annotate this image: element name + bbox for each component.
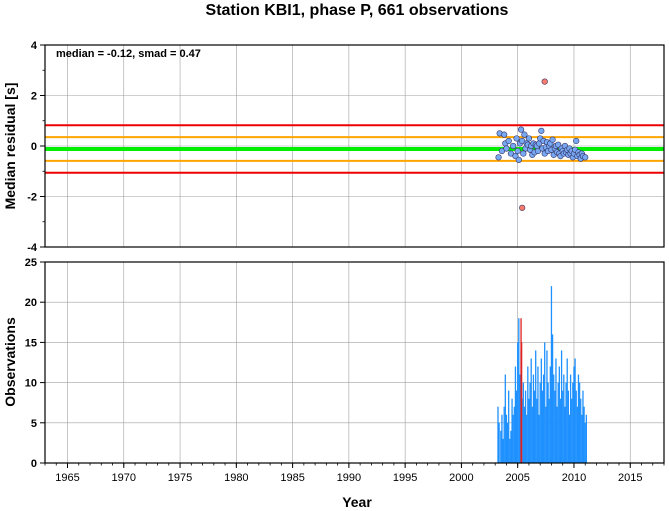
x-tick-label: 1995: [393, 472, 417, 484]
x-tick-label: 2005: [505, 472, 529, 484]
residual-annotation: median = -0.12, smad = 0.47: [56, 48, 201, 60]
residual-point: [517, 126, 525, 133]
observations-frame: [44, 261, 665, 464]
residual-point: [521, 131, 528, 138]
year-x-axis-label: Year: [342, 494, 372, 510]
residual-y-ticks: -4 -2 0 2 4: [27, 40, 45, 254]
residual-point: [514, 147, 521, 155]
residual-point: [582, 154, 589, 161]
x-tick-label: 2010: [562, 472, 586, 484]
residual-point: [538, 127, 545, 134]
y-tick-label: 20: [25, 297, 37, 309]
observations-y-ticks: 0 5 10 15 20 25: [25, 257, 45, 470]
y-tick-label: 5: [31, 418, 37, 430]
residual-point: [549, 136, 556, 143]
y-tick-label: 4: [31, 40, 38, 52]
x-tick-label: 1980: [224, 472, 248, 484]
x-tick-label: 1975: [168, 472, 192, 484]
x-tick-label: 1990: [337, 472, 361, 484]
x-tick-label: 1965: [55, 472, 79, 484]
y-tick-label: -4: [27, 242, 38, 254]
residual-points: [495, 78, 589, 211]
y-tick-label: -2: [27, 192, 37, 204]
y-tick-label: 25: [25, 257, 37, 269]
residual-point: [495, 154, 502, 161]
y-tick-label: 15: [25, 337, 37, 349]
residual-point: [573, 137, 580, 145]
observations-y-axis-label: Observations: [2, 317, 18, 407]
y-tick-label: 2: [31, 91, 37, 103]
x-tick-label: 2015: [618, 472, 642, 484]
observations-panel: 0 5 10 15 20 25 1965 1970 1975 1980 1985 1990 1995 2…: [2, 257, 665, 510]
x-tick-label: 2000: [449, 472, 473, 484]
residual-point: [505, 137, 512, 145]
outlier-point: [541, 78, 548, 85]
residual-y-axis-label: Median residual [s]: [2, 83, 18, 210]
year-x-ticks: 1965 1970 1975 1980 1985 1990 1995 2000 2005 2010…: [44, 463, 665, 484]
outlier-point: [519, 204, 526, 211]
residual-point: [501, 131, 508, 138]
residual-point: [513, 135, 520, 142]
residual-point: [515, 156, 522, 163]
observation-bars: [497, 286, 587, 463]
x-tick-label: 1985: [280, 472, 304, 484]
residual-point: [520, 150, 527, 157]
residual-point: [503, 145, 510, 152]
residual-point: [525, 135, 533, 142]
residual-point: [510, 142, 517, 150]
x-tick-label: 1970: [112, 472, 136, 484]
y-tick-label: 0: [31, 458, 37, 470]
figure-title: Station KBI1, phase P, 661 observations: [206, 2, 509, 19]
residual-panel: -4 -2 0 2 4 median = -0.12, smad = 0.47 Medi…: [2, 40, 665, 254]
y-tick-label: 10: [25, 378, 37, 390]
y-tick-label: 0: [31, 141, 37, 153]
